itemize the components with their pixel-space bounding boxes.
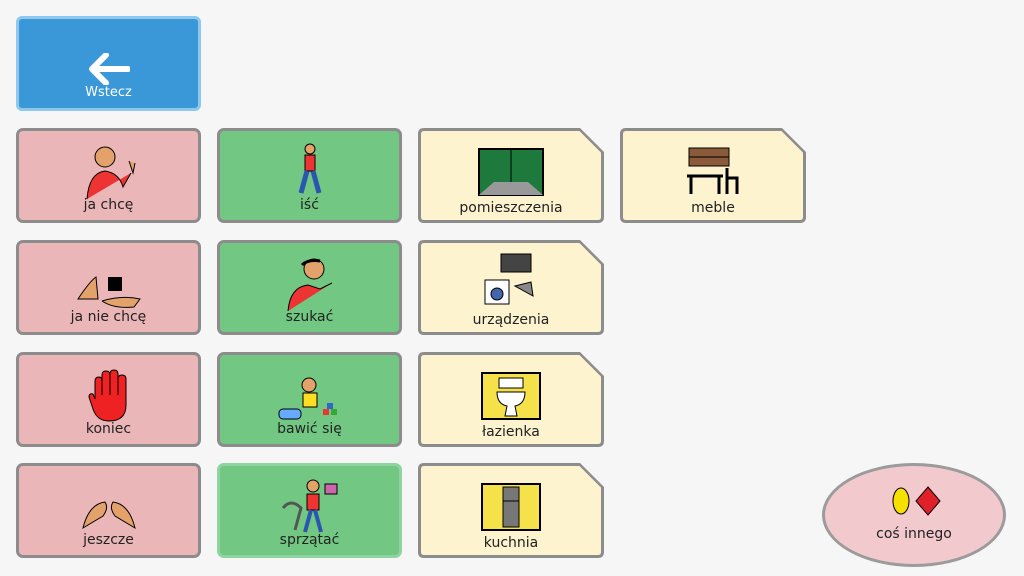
tile-label: szukać [285,309,334,325]
vacuum-cleaning-icon [275,476,345,534]
tile-label: jeszcze [83,532,134,548]
tile-label: łazienka [482,424,540,440]
arrow-left-icon [88,35,130,85]
folder-kuchnia[interactable]: kuchnia [418,463,604,558]
something-else-button[interactable]: coś innego [822,463,1006,567]
tile-label: meble [691,200,735,216]
tile-bawic-sie[interactable]: bawić się [217,352,402,447]
tile-label: ja nie chcę [70,309,147,325]
toilet-icon [481,362,541,420]
tile-isc[interactable]: iść [217,128,402,223]
tile-sprzatac[interactable]: sprzątać [217,463,402,558]
playing-child-icon [275,365,345,423]
person-wanting-icon [79,141,139,199]
tile-label: bawić się [277,421,342,437]
tile-ja-nie-chce[interactable]: ja nie chcę [16,240,201,335]
tile-label: kuchnia [483,535,539,551]
tile-label: urządzenia [472,312,550,328]
room-icon [478,138,544,196]
tile-szukac[interactable]: szukać [217,240,402,335]
folder-urzadzenia[interactable]: urządzenia [418,240,604,335]
fridge-icon [481,473,541,531]
tile-jeszcze[interactable]: jeszcze [16,463,201,558]
folder-pomieszczenia[interactable]: pomieszczenia [418,128,604,223]
tile-label: pomieszczenia [459,200,563,216]
back-button[interactable]: Wstecz [16,16,201,111]
back-label: Wstecz [85,85,132,100]
tile-label: koniec [85,421,132,437]
person-searching-icon [280,253,340,311]
shapes-icon [892,486,941,516]
something-else-label: coś innego [876,526,952,542]
walking-person-icon [295,141,325,199]
more-hands-icon [79,476,139,534]
tile-koniec[interactable]: koniec [16,352,201,447]
folder-lazienka[interactable]: łazienka [418,352,604,447]
tile-ja-chce[interactable]: ja chcę [16,128,201,223]
tile-label: sprzątać [279,532,340,548]
hands-refuse-icon [74,253,144,311]
folder-meble[interactable]: meble [620,128,806,223]
appliances-icon [481,250,541,308]
tile-label: ja chcę [83,197,134,213]
stop-hand-icon [87,365,131,423]
furniture-icon [683,138,743,196]
tile-label: iść [300,197,319,213]
